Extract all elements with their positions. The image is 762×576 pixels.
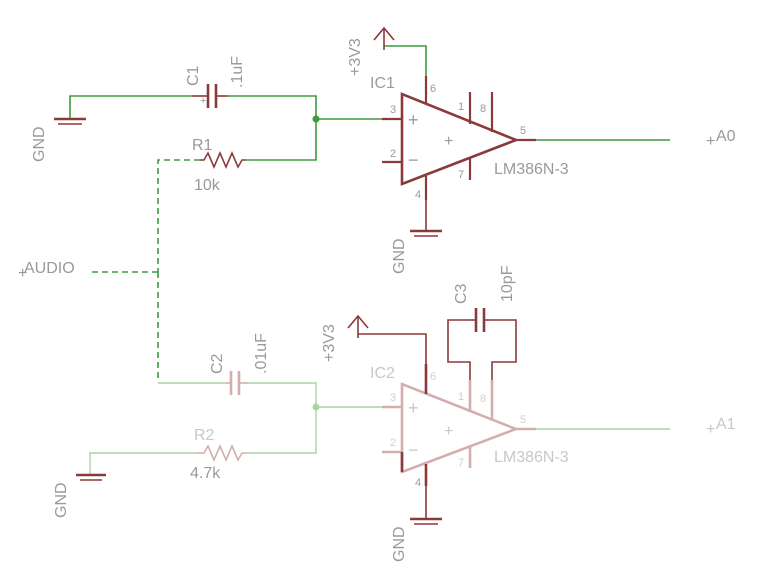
ic2-plus-sign: +: [408, 398, 419, 418]
r1-audio-wire: [157, 159, 200, 272]
c2-to-ic2-wire: [248, 382, 400, 408]
a1-tick: +: [706, 421, 715, 438]
ic2-wires: [89, 319, 670, 475]
c2-value: .01uF: [253, 333, 270, 374]
r2-wire: [246, 407, 317, 454]
c3-value: 10pF: [499, 265, 516, 302]
ic1-pin6: 6: [430, 83, 436, 95]
ic1-opamp: [382, 76, 536, 200]
gnd-symbol-3: [76, 473, 106, 481]
ic2-pin7: 7: [458, 457, 464, 469]
ic2-pin2: 2: [390, 437, 396, 449]
ic1-center-mark: +: [444, 133, 453, 150]
ic1-pin2: 2: [390, 148, 396, 160]
resistor-r1: [200, 150, 246, 170]
r2-ref: R2: [194, 427, 215, 444]
ic1-minus-sign: −: [408, 150, 419, 170]
ic1-junction: [312, 115, 320, 123]
vcc-arrow-2: [347, 314, 369, 338]
ic2-value: LM386N-3: [494, 449, 569, 466]
ic1-pin3: 3: [390, 104, 396, 116]
ic2-pin1: 1: [458, 391, 464, 403]
a0-tick: +: [706, 133, 715, 150]
vcc-arrow-1: [373, 26, 395, 50]
ic1-triangle: [400, 92, 520, 186]
gnd-label-1: GND: [31, 126, 48, 162]
ic2-junction: [312, 403, 320, 411]
ic1-ref: IC1: [370, 75, 395, 92]
vcc-label-1: +3V3: [347, 38, 364, 76]
c1-value: .1uF: [229, 56, 246, 88]
a0-label: A0: [716, 128, 736, 145]
ic2-opamp: [382, 364, 536, 486]
gnd-label-3: GND: [53, 482, 70, 518]
c3-right-wire: [490, 319, 517, 392]
audio-label: AUDIO: [24, 260, 75, 277]
capacitor-c2: [226, 371, 248, 395]
ic2-minus-sign: −: [408, 440, 419, 460]
c3-left-wire: [447, 319, 471, 392]
audio-tick: +: [18, 265, 27, 282]
r2-gnd-wire: [89, 452, 196, 475]
ic1-pin5: 5: [520, 125, 526, 137]
c1-gnd-wire: [69, 95, 192, 118]
gnd-label-4: GND: [391, 526, 408, 562]
r1-feedback-wire: [246, 119, 317, 161]
c3-ref: C3: [453, 283, 470, 304]
ic2-triangle: [400, 382, 520, 474]
ic1-pin1: 1: [458, 101, 464, 113]
ic2-center-mark: +: [444, 423, 453, 440]
ic2-pin6: 6: [430, 371, 436, 383]
r2-value: 4.7k: [190, 465, 221, 482]
resistor-r2: [196, 443, 246, 463]
a1-label: A1: [716, 416, 736, 433]
ic1-pin4: 4: [415, 189, 421, 201]
ic2-pin8: 8: [480, 393, 486, 405]
r1-ref: R1: [192, 137, 213, 154]
c1-to-ic1-wire: [228, 95, 400, 120]
ic1-pin8: 8: [480, 103, 486, 115]
ic2-vcc-wire: [358, 333, 427, 374]
ic2-pin5: 5: [520, 414, 526, 426]
ic1-plus-sign: +: [408, 110, 419, 130]
c2-ref: C2: [209, 353, 226, 374]
c1-plus: +: [200, 95, 206, 107]
ic2-pin3: 3: [390, 392, 396, 404]
ic1-wires: [69, 45, 670, 380]
ic1-pin7: 7: [458, 169, 464, 181]
ic2-ref: IC2: [370, 365, 395, 382]
ic1-vcc-wire: [384, 45, 427, 86]
capacitor-c3: [470, 308, 490, 332]
capacitor-c1: +: [192, 84, 228, 108]
gnd-symbol-1: [54, 117, 86, 125]
ic1-value: LM386N-3: [494, 161, 569, 178]
r1-value: 10k: [194, 177, 221, 194]
vcc-label-2: +3V3: [321, 324, 338, 362]
ic2-pin4: 4: [415, 477, 421, 489]
gnd-label-2: GND: [391, 238, 408, 274]
c1-ref: C1: [185, 65, 202, 86]
